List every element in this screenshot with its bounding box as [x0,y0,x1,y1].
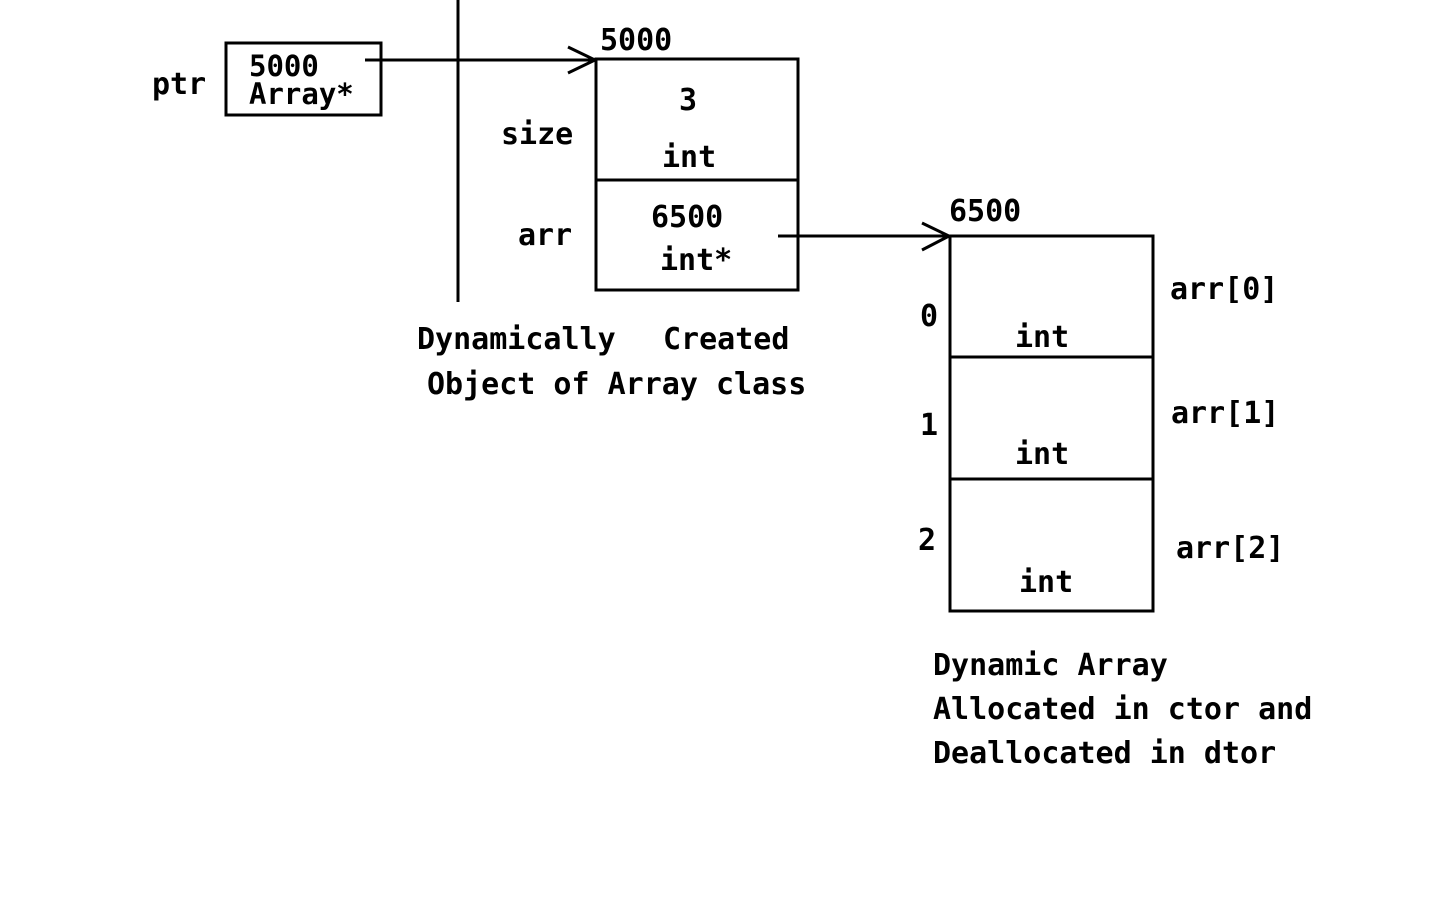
ptr-box [224,41,383,117]
size-field-label: size [501,117,573,152]
object-caption-line1a: Dynamically [417,322,616,357]
array-index-2: 2 [918,523,936,558]
arr-field-value: 6500 [651,200,723,235]
arr-field-type: int* [660,243,732,278]
array-cell-1-type: int [1015,437,1069,472]
object-caption-line2: Object of Array class [427,367,806,402]
ptr-name-label: ptr [152,67,206,102]
object-caption-line1b: Created [663,322,789,357]
array-element-label-1: arr[1] [1171,396,1279,431]
array-caption-line2: Allocated in ctor and [933,692,1312,727]
object-address: 5000 [600,23,672,58]
size-field-value: 3 [679,83,697,118]
array-caption-line1: Dynamic Array [933,648,1168,683]
array-element-label-0: arr[0] [1170,272,1278,307]
array-element-label-2: arr[2] [1176,531,1284,566]
array-cell-0-type: int [1015,320,1069,355]
array-cell-2-type: int [1019,565,1073,600]
size-field-type: int [662,140,716,175]
array-cell-2 [948,477,1155,613]
arr-field-label: arr [518,218,572,253]
ptr-value: 5000 [249,49,319,83]
array-index-1: 1 [920,408,938,443]
array-caption-line3: Deallocated in dtor [933,736,1276,771]
array-address: 6500 [949,194,1021,229]
ptr-type: Array* [249,77,354,111]
array-index-0: 0 [920,299,938,334]
